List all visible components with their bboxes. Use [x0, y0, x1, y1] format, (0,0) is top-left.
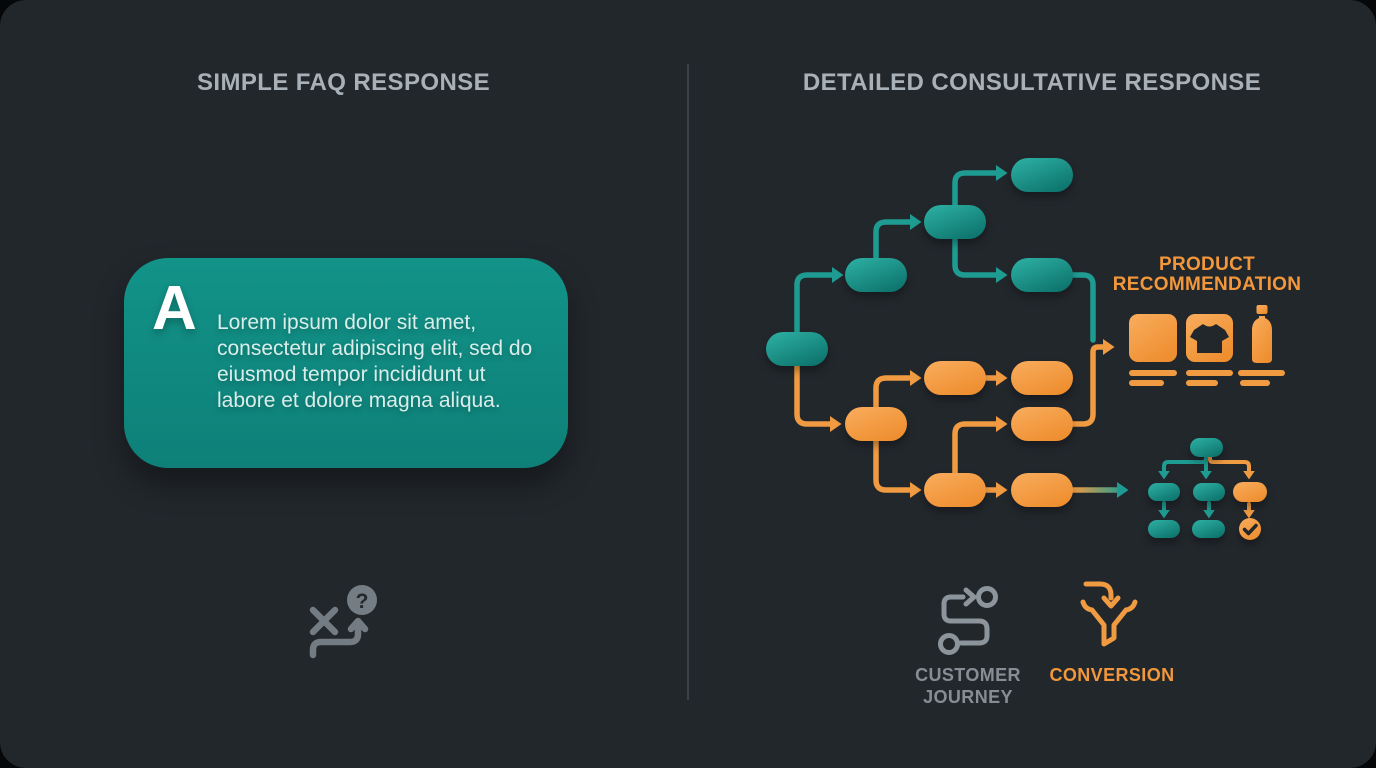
panel-divider — [687, 64, 689, 700]
route-arrow-chevron — [963, 587, 977, 607]
question-circle — [347, 585, 377, 615]
answer-label: A — [152, 274, 197, 343]
route-start-circle — [938, 633, 960, 655]
flow-node-teal — [1011, 258, 1073, 292]
flow-arrowhead — [910, 482, 922, 498]
flow-edge — [1162, 453, 1208, 473]
flow-node-teal — [845, 258, 907, 292]
flow-node-orange — [1233, 482, 1267, 502]
flow-arrowhead — [1103, 339, 1115, 355]
flow-arrowhead — [1203, 510, 1215, 519]
text-placeholder-lines — [1129, 370, 1285, 386]
flow-node-teal — [1148, 483, 1180, 501]
flow-arrowhead — [996, 165, 1008, 181]
question-mark: ? — [356, 590, 369, 613]
flow-arrowhead — [996, 370, 1008, 386]
flow-arrowhead — [1200, 471, 1212, 480]
flow-edge — [1208, 454, 1251, 473]
flow-arrowhead — [996, 267, 1008, 283]
product-recommendation-icons — [1129, 305, 1285, 386]
flow-arrowhead — [1243, 471, 1255, 480]
funnel-arrow-path — [1083, 581, 1114, 601]
funnel-shape — [1080, 599, 1138, 647]
customer-journey-route-icon — [938, 586, 998, 655]
check-mark — [1242, 523, 1258, 536]
flow-edge — [873, 430, 913, 493]
left-panel-title: SIMPLE FAQ RESPONSE — [197, 69, 490, 96]
right-panel-title: DETAILED CONSULTATIVE RESPONSE — [802, 69, 1262, 96]
arrow-up-chevron — [347, 617, 369, 633]
flow-edge — [873, 219, 913, 269]
flow-node-teal — [924, 205, 986, 239]
tshirt-product-icon — [1190, 324, 1229, 353]
flow-node-orange — [845, 407, 907, 441]
flow-edge — [952, 170, 999, 216]
flow-arrowhead — [832, 267, 844, 283]
flow-node-teal — [766, 332, 828, 366]
flow-arrowhead — [1243, 510, 1255, 519]
flow-arrowhead — [830, 416, 842, 432]
flow-node-teal — [1148, 520, 1180, 538]
flow-arrowhead — [996, 482, 1008, 498]
curved-arrow-path — [309, 623, 362, 659]
answer-bubble: A Lorem ipsum dolor sit amet,consectetur… — [124, 258, 568, 468]
flow-arrowhead — [1117, 482, 1129, 498]
flow-node-orange — [1011, 473, 1073, 507]
customer-journey-label: CUSTOMER JOURNEY — [915, 665, 1021, 707]
flow-node-orange — [924, 473, 986, 507]
flow-node-teal — [1190, 438, 1223, 457]
flow-node-teal — [1193, 483, 1225, 501]
flow-arrowhead — [910, 214, 922, 230]
flow-edge — [794, 272, 835, 345]
decision-tree-check-icon — [1239, 518, 1261, 540]
flow-edge — [952, 228, 999, 278]
x-mark-icon — [309, 606, 339, 636]
product-recommendation-label: PRODUCT RECOMMENDATION — [1112, 254, 1302, 295]
flow-node-orange — [1011, 407, 1073, 441]
answer-text: Lorem ipsum dolor sit amet,consectetur a… — [217, 311, 533, 412]
flow-arrowhead — [910, 370, 922, 386]
flow-node-orange — [924, 361, 986, 395]
flow-edges — [794, 165, 1255, 519]
flow-arrowhead — [1158, 471, 1170, 480]
flow-node-teal — [1192, 520, 1225, 538]
flow-edge — [873, 375, 913, 418]
flow-arrowhead — [996, 416, 1008, 432]
flow-arrowhead — [1158, 510, 1170, 519]
route-path — [941, 594, 990, 646]
product-card-icon — [1129, 314, 1177, 362]
flow-edge — [794, 353, 833, 427]
route-end-circle — [976, 586, 998, 608]
bottle-product-icon — [1252, 305, 1272, 363]
flow-edge — [1068, 272, 1096, 343]
flow-edge — [952, 421, 999, 484]
flow-node-orange — [1011, 361, 1073, 395]
unclear-path-icon: ? — [309, 585, 377, 659]
flow-edge — [1068, 344, 1106, 427]
flow-node-teal — [1011, 158, 1073, 192]
conversion-label: CONVERSION — [1049, 665, 1175, 685]
funnel-arrow-chevron — [1101, 595, 1121, 609]
flow-nodes — [766, 158, 1267, 538]
conversion-funnel-icon — [1080, 581, 1138, 647]
